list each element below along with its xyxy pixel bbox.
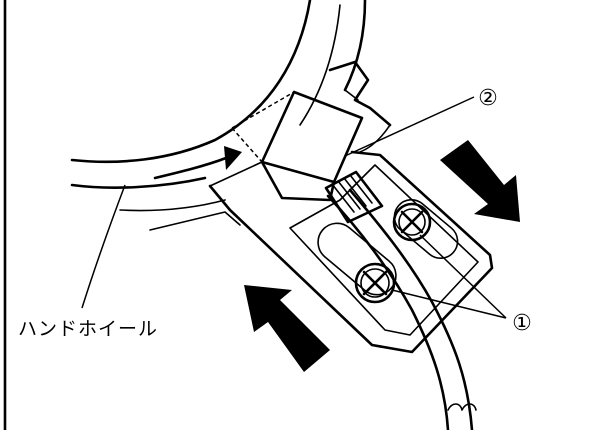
screw-lower-cross-icon <box>362 270 388 296</box>
screw-upper <box>392 202 432 242</box>
leader-handwheel <box>81 184 126 309</box>
label-handwheel: ハンドホイール <box>18 318 158 340</box>
screw-lower <box>354 262 396 304</box>
bracket-hidden-edge <box>231 91 295 129</box>
arrow-down-right-shape <box>440 140 520 222</box>
housing-curve-left <box>343 0 367 92</box>
handwheel-outer-rim <box>70 0 312 164</box>
bracket <box>209 90 364 202</box>
mounting-plate <box>208 150 494 354</box>
rotation-arrow-icon <box>153 146 242 180</box>
cable-collar <box>324 170 384 224</box>
screw-lower-ring <box>360 268 390 298</box>
plate-outline <box>208 150 494 354</box>
cable <box>324 170 474 430</box>
screw-lower-head <box>354 262 396 304</box>
rotation-arrow-shaft <box>153 156 228 180</box>
bracket-hidden-edge-2 <box>231 127 263 163</box>
rotation-arrow-head <box>224 146 242 170</box>
arrow-up-left-shape <box>244 285 330 372</box>
arrow-up-left-icon <box>244 285 330 372</box>
handwheel-lower-edge <box>70 176 207 189</box>
callout-screws: ① <box>512 311 532 336</box>
arrow-down-right-icon <box>440 140 520 222</box>
screw-upper-ring <box>398 208 426 236</box>
cable-collar-ribs <box>331 171 379 213</box>
cable-right-edge <box>348 188 474 430</box>
bracket-side <box>260 160 336 202</box>
housing-notch-inner <box>344 89 359 101</box>
callout-bracket: ② <box>478 86 498 111</box>
handwheel-rim-lower <box>119 199 226 212</box>
housing-notch <box>328 60 392 127</box>
cable-break-wave <box>447 403 477 411</box>
leader-screw-lower <box>391 289 507 319</box>
screw-upper-head <box>392 202 432 242</box>
handwheel-inner-rim <box>299 4 341 126</box>
leader-screw-upper <box>419 234 507 319</box>
leaders <box>81 96 507 319</box>
cable-left-edge <box>326 194 450 430</box>
screw-upper-cross-icon <box>400 210 424 234</box>
slot-upper <box>393 198 459 260</box>
cable-break-icon <box>447 403 477 411</box>
leader-bracket <box>344 96 475 157</box>
plate-inner-outline <box>289 164 479 336</box>
bracket-body <box>260 90 364 184</box>
housing-notch-lower <box>359 124 391 153</box>
screws <box>354 202 432 304</box>
upper-housing <box>328 0 392 153</box>
handwheel-flange <box>149 211 241 231</box>
bracket-arm <box>209 161 263 187</box>
handwheel <box>70 0 341 231</box>
